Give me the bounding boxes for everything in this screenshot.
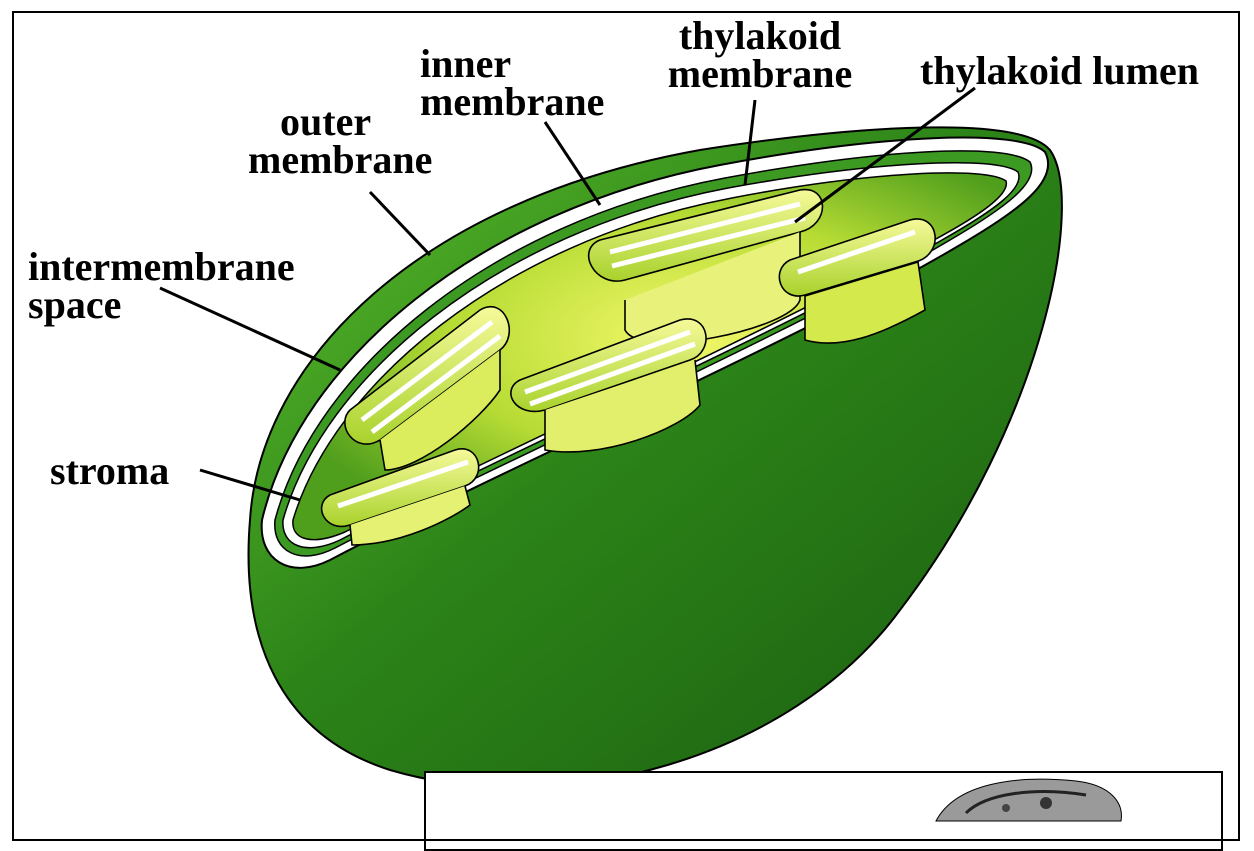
label-thylakoid-membrane-line1: thylakoid	[665, 17, 855, 55]
label-thylakoid-lumen: thylakoid lumen	[920, 52, 1199, 90]
label-outer-line2: membrane	[248, 141, 432, 179]
label-intermembrane-line1: intermembrane	[28, 248, 295, 286]
label-inner-line1: inner	[420, 45, 604, 83]
label-inner-line2: membrane	[420, 83, 604, 121]
label-intermembrane-line2: space	[28, 286, 295, 324]
label-thylakoid-membrane-line2: membrane	[665, 55, 855, 93]
label-outer-line1: outer	[248, 103, 432, 141]
label-stroma: stroma	[50, 452, 169, 490]
leader-outer-membrane	[370, 192, 430, 255]
label-inner-membrane: inner membrane	[420, 45, 604, 121]
chloroplast-diagram: inner membrane outer membrane thylakoid …	[0, 0, 1254, 816]
chloroplast-illustration	[0, 0, 1254, 816]
label-outer-membrane: outer membrane	[248, 103, 432, 179]
micrograph-inset	[424, 771, 1223, 851]
label-thylakoid-membrane: thylakoid membrane	[665, 17, 855, 93]
label-intermembrane-space: intermembrane space	[28, 248, 295, 324]
